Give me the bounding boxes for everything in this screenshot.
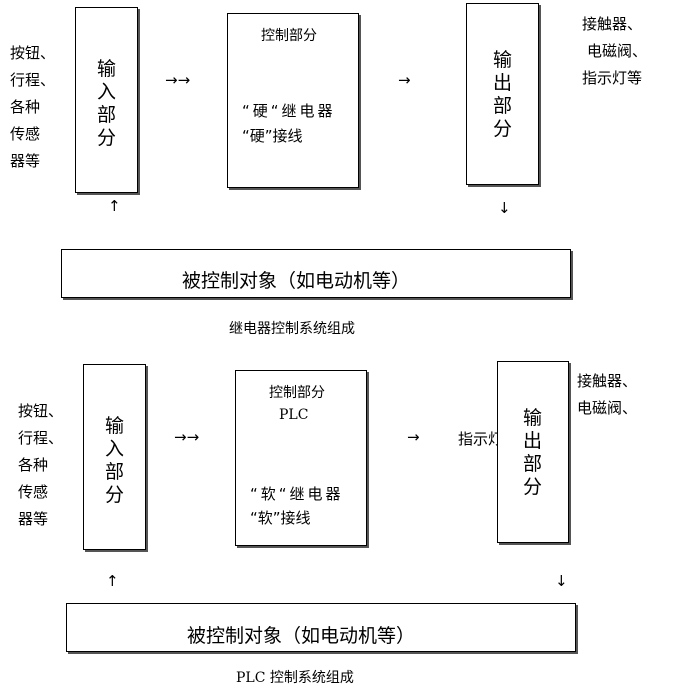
input-device-item: 各种 xyxy=(10,98,41,116)
input-devices-label: 按钮、 行程、 各种 传感 器等 xyxy=(10,40,55,175)
indicator-light-label: 指示灯 xyxy=(458,430,504,448)
input-section-box: 输入部分 xyxy=(83,364,146,550)
input-section-box: 输入部分 xyxy=(75,7,138,193)
output-section-label: 输出部分 xyxy=(492,49,512,140)
output-devices-label: 接触器、 电磁阀、 xyxy=(577,368,637,422)
input-device-item: 各种 xyxy=(18,456,49,474)
control-section-box: 控制部分 PLC “软“继电器 “软”接线 xyxy=(235,370,367,546)
input-device-item: 器等 xyxy=(18,510,49,528)
arrow-input-to-control: →→ xyxy=(174,428,200,446)
output-section-label: 输出部分 xyxy=(522,407,542,498)
output-device-item: 接触器、 xyxy=(582,15,643,33)
input-devices-label: 按钮、 行程、 各种 传感 器等 xyxy=(18,398,63,533)
control-section-title: 控制部分 xyxy=(269,385,325,401)
controlled-object-box: 被控制对象（如电动机等） xyxy=(66,603,576,652)
input-section-label: 输入部分 xyxy=(104,415,124,506)
control-wiring-line: “硬”接线 xyxy=(242,127,303,145)
output-device-item: 指示灯等 xyxy=(582,69,643,87)
control-relay-line: “硬“继电器 xyxy=(242,102,336,120)
output-device-item: 电磁阀、 xyxy=(577,399,638,417)
output-device-item: 电磁阀、 xyxy=(587,42,648,60)
control-wiring-line: “软”接线 xyxy=(250,509,311,527)
output-devices-label: 接触器、 电磁阀、 指示灯等 xyxy=(582,11,647,92)
control-section-box: 控制部分 “硬“继电器 “硬”接线 xyxy=(227,13,359,188)
output-device-item: 接触器、 xyxy=(577,372,638,390)
input-device-item: 按钮、 xyxy=(18,402,64,420)
input-device-item: 行程、 xyxy=(10,71,56,89)
arrow-output-to-object: ↓ xyxy=(555,572,568,590)
arrow-output-to-object: ↓ xyxy=(498,199,511,217)
arrow-control-to-output: → xyxy=(407,428,420,446)
control-relay-line: “软“继电器 xyxy=(250,485,344,503)
input-device-item: 传感 xyxy=(18,483,49,501)
input-device-item: 传感 xyxy=(10,125,41,143)
control-plc-label: PLC xyxy=(279,407,309,423)
control-section-title: 控制部分 xyxy=(261,28,317,44)
input-device-item: 行程、 xyxy=(18,429,64,447)
output-section-box: 输出部分 xyxy=(497,361,569,543)
plc-diagram-caption: PLC 控制系统组成 xyxy=(236,670,354,686)
arrow-object-to-input: ↑ xyxy=(108,197,121,215)
arrow-object-to-input: ↑ xyxy=(106,572,119,590)
controlled-object-label: 被控制对象（如电动机等） xyxy=(187,625,416,647)
input-device-item: 按钮、 xyxy=(10,44,56,62)
controlled-object-label: 被控制对象（如电动机等） xyxy=(182,270,411,292)
relay-diagram-caption: 继电器控制系统组成 xyxy=(229,321,355,337)
arrow-input-to-control: →→ xyxy=(165,71,191,89)
controlled-object-box: 被控制对象（如电动机等） xyxy=(61,249,571,298)
output-section-box: 输出部分 xyxy=(466,3,539,185)
arrow-control-to-output: → xyxy=(398,71,411,89)
input-device-item: 器等 xyxy=(10,152,41,170)
input-section-label: 输入部分 xyxy=(96,58,116,149)
